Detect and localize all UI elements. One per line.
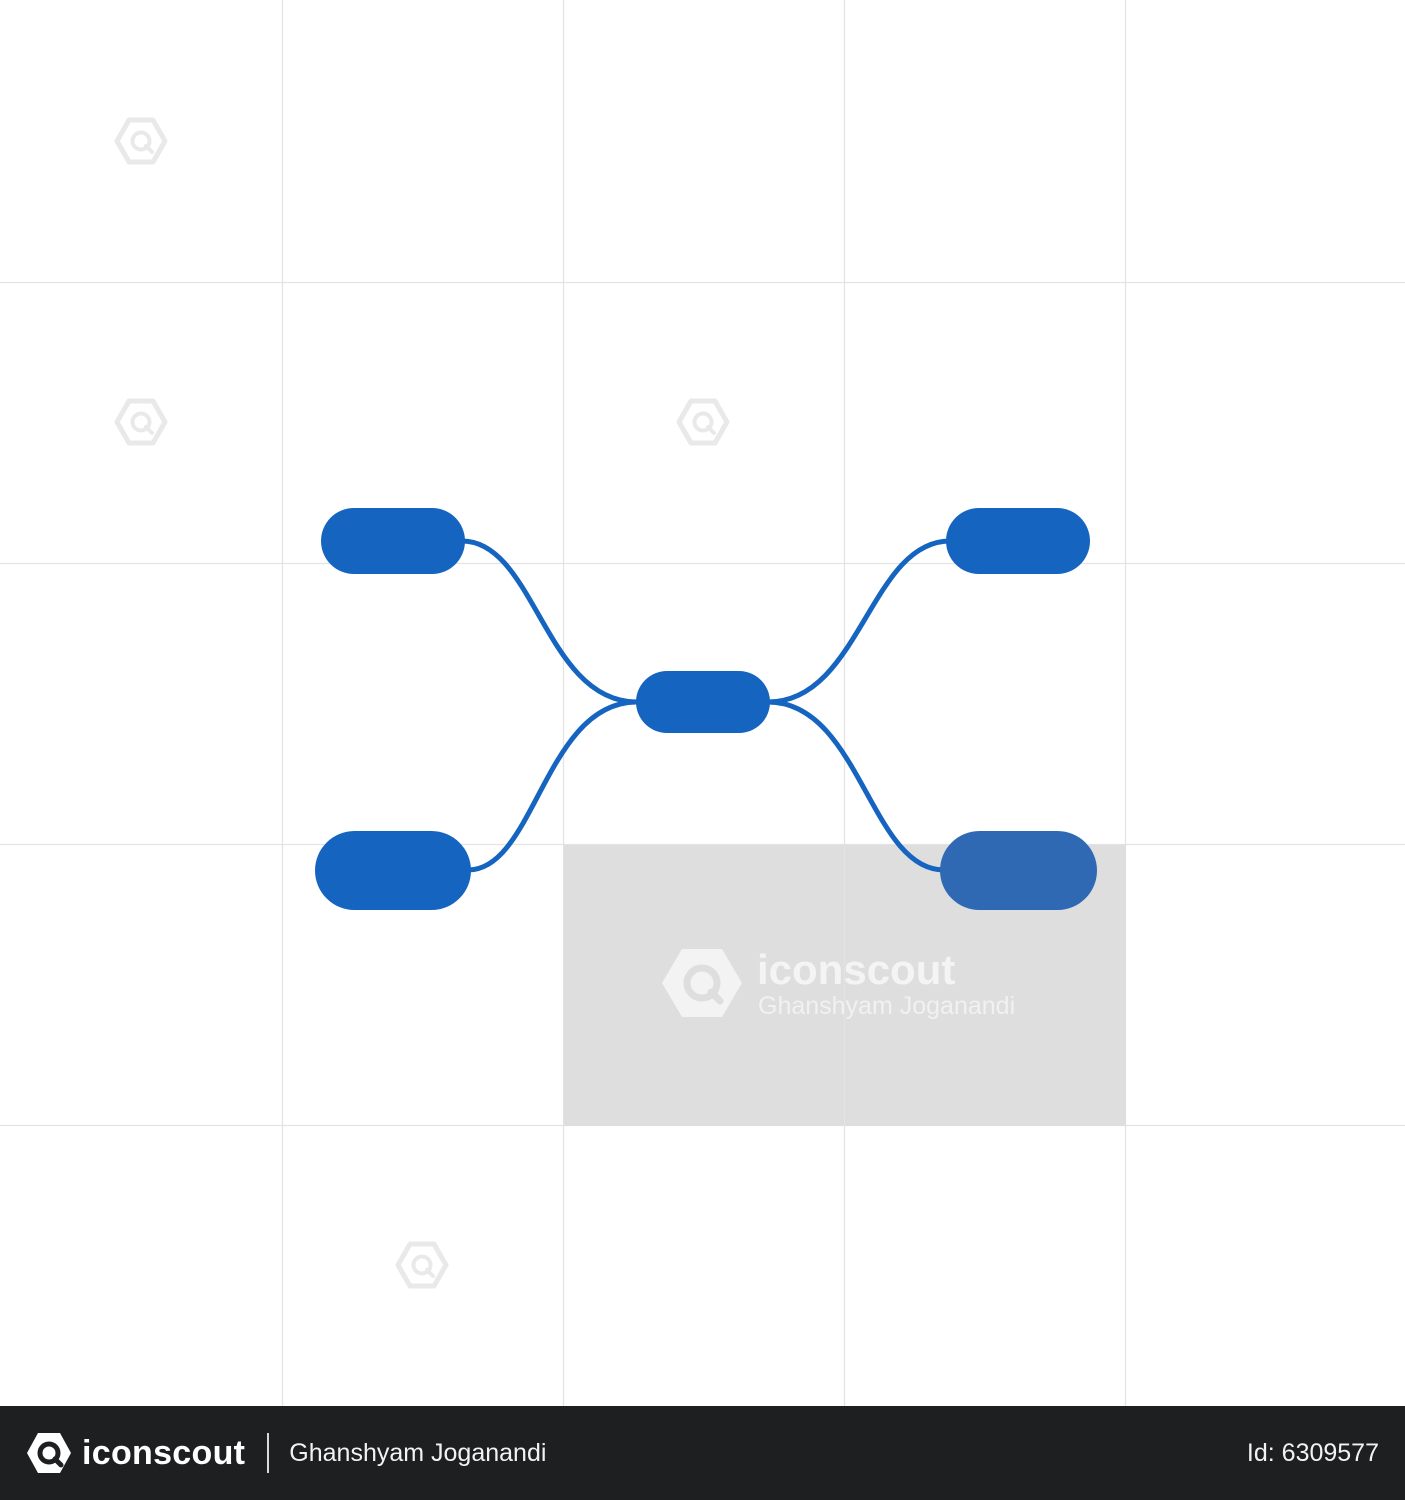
footer-divider bbox=[267, 1433, 270, 1473]
mind-map-diagram bbox=[315, 508, 1097, 910]
watermark-logo-icon bbox=[117, 120, 165, 162]
link-center-left-bottom bbox=[465, 699, 640, 873]
link-center-right-top bbox=[765, 538, 953, 705]
link-center-right-bottom bbox=[765, 699, 947, 873]
watermark-logo-icon bbox=[679, 401, 727, 443]
footer-brand-name: iconscout bbox=[82, 1433, 246, 1472]
footer-bar: iconscout Ghanshyam Joganandi Id: 630957… bbox=[0, 1406, 1405, 1500]
link-center-left-top bbox=[459, 538, 640, 705]
node-right-bottom bbox=[940, 831, 1097, 910]
diagram-links bbox=[459, 538, 953, 873]
watermark-center: iconscout Ghanshyam Joganandi bbox=[662, 946, 1015, 1020]
watermark-logo-icon bbox=[398, 1244, 446, 1286]
background-grid bbox=[0, 0, 1405, 1406]
node-right-top bbox=[946, 508, 1090, 574]
footer-brand[interactable]: iconscout bbox=[26, 1430, 245, 1476]
node-left-bottom bbox=[315, 831, 471, 910]
diagram-nodes bbox=[315, 508, 1097, 910]
watermark-author: Ghanshyam Joganandi bbox=[758, 992, 1015, 1020]
footer-asset-id: Id: 6309577 bbox=[1246, 1438, 1379, 1467]
footer-author: Ghanshyam Joganandi bbox=[289, 1438, 547, 1467]
watermark-brand: iconscout bbox=[757, 946, 955, 993]
iconscout-logo-icon bbox=[662, 949, 742, 1017]
iconscout-logo-icon bbox=[27, 1433, 71, 1473]
illustration-canvas: iconscout Ghanshyam Joganandi bbox=[0, 0, 1405, 1406]
node-center bbox=[636, 671, 770, 733]
watermark-logo-icon bbox=[117, 401, 165, 443]
node-left-top bbox=[321, 508, 465, 574]
